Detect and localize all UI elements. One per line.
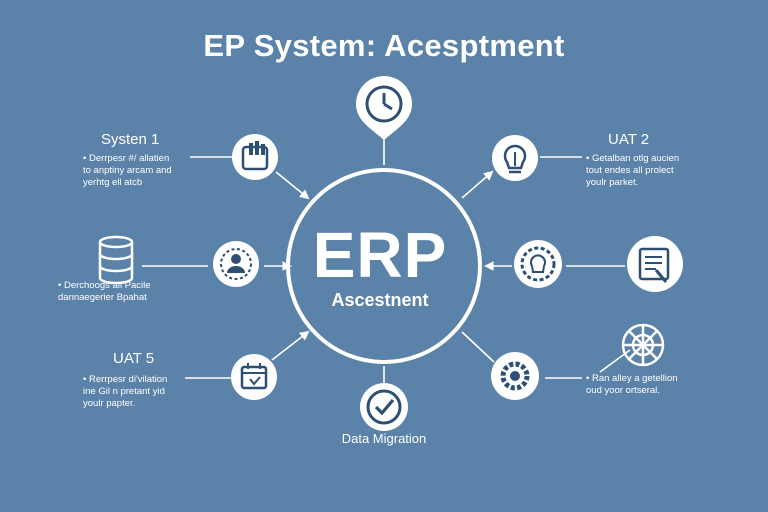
bullet-line: yerhtg ell atcb <box>83 177 143 188</box>
node-bullets-left: • Derchoogs all Pacile dannaegerier Bpah… <box>58 280 151 304</box>
bullet-line: oud yoor ortseral. <box>586 385 660 396</box>
bullet-line: dannaegerier Bpahat <box>58 292 147 303</box>
database-icon <box>98 235 134 285</box>
gear-icon <box>491 352 539 400</box>
node-bullets-top-left: • Derrpesr #/ allatien to anptiny arcam … <box>83 153 172 189</box>
node-bullets-top-right: • Getalban otlg aucien tout endes all pr… <box>586 153 679 189</box>
bullet-line: ine Gil n pretant yid <box>83 386 165 397</box>
center-sub-text: Ascestnent <box>331 290 429 310</box>
bullet-line: • Derrpesr #/ allatien <box>83 153 170 164</box>
node-bullets-bottom-right: • Ran alley a getellion oud yoor ortsera… <box>586 373 678 397</box>
node-label-bottom-left: UAT 5 <box>113 350 155 367</box>
connector-top-right <box>461 170 494 199</box>
lightbulb-icon <box>492 135 538 181</box>
bullet-line: youlr parket. <box>586 177 639 188</box>
connector-top-left <box>275 171 310 200</box>
node-label-bottom: Data Migration <box>341 431 427 446</box>
bullet-line: youlr papter. <box>83 398 136 409</box>
connector-bottom-left <box>271 330 310 361</box>
node-label-top-right: UAT 2 <box>608 131 650 148</box>
bullet-line: tout endes all prolect <box>586 165 674 176</box>
node-bullets-bottom-left: • Rerrpesr di'vilation ine Gil n pretant… <box>83 374 167 410</box>
gear-bulb-icon <box>514 240 562 288</box>
center-main-text: ERP <box>312 219 448 291</box>
connectors <box>142 138 631 384</box>
checkmark-icon <box>360 383 408 431</box>
tablet-hand-icon <box>232 134 278 180</box>
bullet-line: • Getalban otlg aucien <box>586 153 680 164</box>
page-title: EP System: Acesptment <box>203 28 565 63</box>
calendar-icon <box>231 354 277 400</box>
bullet-line: • Ran alley a getellion <box>586 373 678 384</box>
document-icon <box>627 236 683 292</box>
network-globe-icon <box>621 323 665 367</box>
node-label-top-left: Systen 1 <box>101 131 160 148</box>
bullet-line: • Rerrpesr di'vilation <box>83 374 168 385</box>
user-gear-icon <box>213 241 259 287</box>
connector-bottom-right <box>461 331 495 363</box>
clock-icon <box>356 76 412 140</box>
bullet-line: • Derchoogs all Pacile <box>58 280 151 291</box>
bullet-line: to anptiny arcam and <box>83 165 172 176</box>
center-circle <box>286 168 482 364</box>
